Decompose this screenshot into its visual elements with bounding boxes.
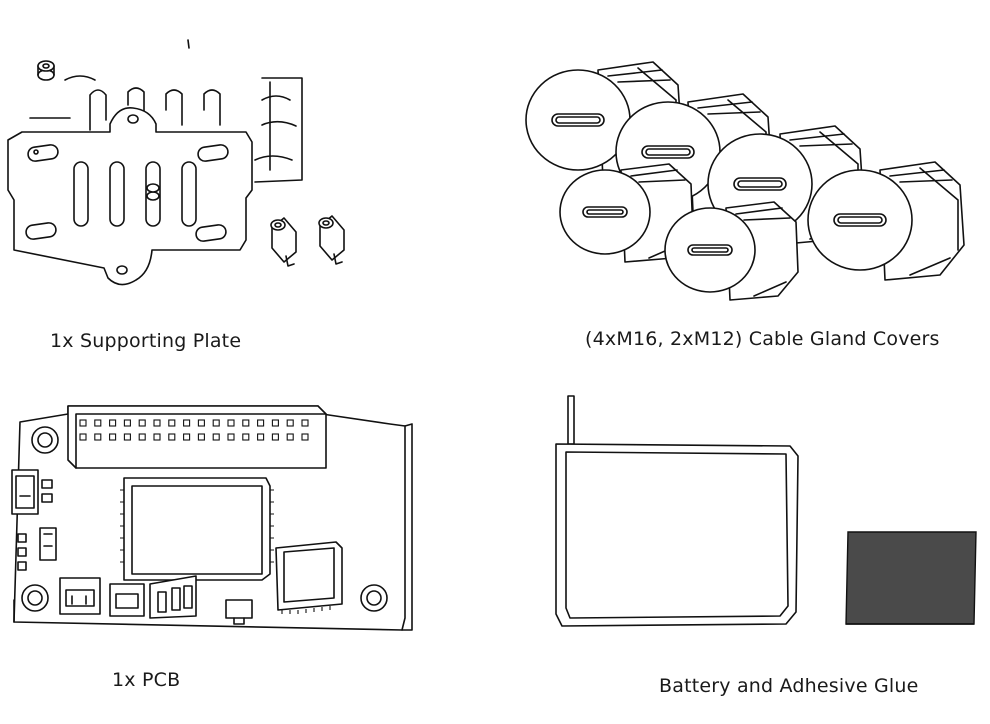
header-pin bbox=[242, 433, 250, 441]
header-pin bbox=[286, 419, 294, 427]
header-pin bbox=[197, 433, 205, 441]
caption-supporting-plate: 1x Supporting Plate bbox=[50, 330, 242, 352]
header-pin bbox=[271, 419, 279, 427]
pcb-pin-header bbox=[67, 405, 327, 469]
header-pin bbox=[257, 433, 265, 441]
header-pin bbox=[212, 433, 220, 441]
header-pin bbox=[212, 419, 220, 427]
header-pin bbox=[242, 419, 250, 427]
adhesive-glue-pad bbox=[845, 531, 977, 625]
pcb-connector bbox=[59, 577, 101, 615]
header-pin bbox=[286, 433, 294, 441]
plate-bracket bbox=[29, 39, 303, 183]
header-pin bbox=[227, 433, 235, 441]
caption-cable-gland-covers: (4xM16, 2xM12) Cable Gland Covers bbox=[585, 328, 940, 350]
header-pin bbox=[301, 419, 309, 427]
header-pin bbox=[168, 433, 176, 441]
header-pin bbox=[138, 433, 146, 441]
header-pin bbox=[123, 419, 131, 427]
header-pin bbox=[271, 433, 279, 441]
header-pin bbox=[109, 419, 117, 427]
header-pin bbox=[123, 433, 131, 441]
header-pin bbox=[94, 419, 102, 427]
header-pin bbox=[183, 419, 191, 427]
plate-body bbox=[7, 107, 253, 286]
header-pin bbox=[109, 433, 117, 441]
battery bbox=[555, 395, 799, 627]
pcb-connector bbox=[109, 583, 145, 617]
header-pin bbox=[79, 433, 87, 441]
plate-nut bbox=[37, 60, 55, 81]
caption-pcb: 1x PCB bbox=[112, 669, 181, 691]
plate-standoff bbox=[270, 217, 297, 267]
caption-battery-glue: Battery and Adhesive Glue bbox=[659, 675, 919, 697]
header-pin bbox=[153, 433, 161, 441]
pcb-wireless-module bbox=[120, 477, 274, 581]
pcb-chip bbox=[275, 541, 343, 614]
header-pin bbox=[257, 419, 265, 427]
header-pin bbox=[227, 419, 235, 427]
plate-standoff bbox=[318, 215, 345, 265]
header-pin bbox=[138, 419, 146, 427]
header-pin bbox=[197, 419, 205, 427]
header-pin bbox=[79, 419, 87, 427]
header-pin bbox=[168, 419, 176, 427]
header-pin bbox=[183, 433, 191, 441]
pcb-connector bbox=[149, 575, 197, 619]
header-pin bbox=[94, 433, 102, 441]
header-pin bbox=[153, 419, 161, 427]
header-pin bbox=[301, 433, 309, 441]
